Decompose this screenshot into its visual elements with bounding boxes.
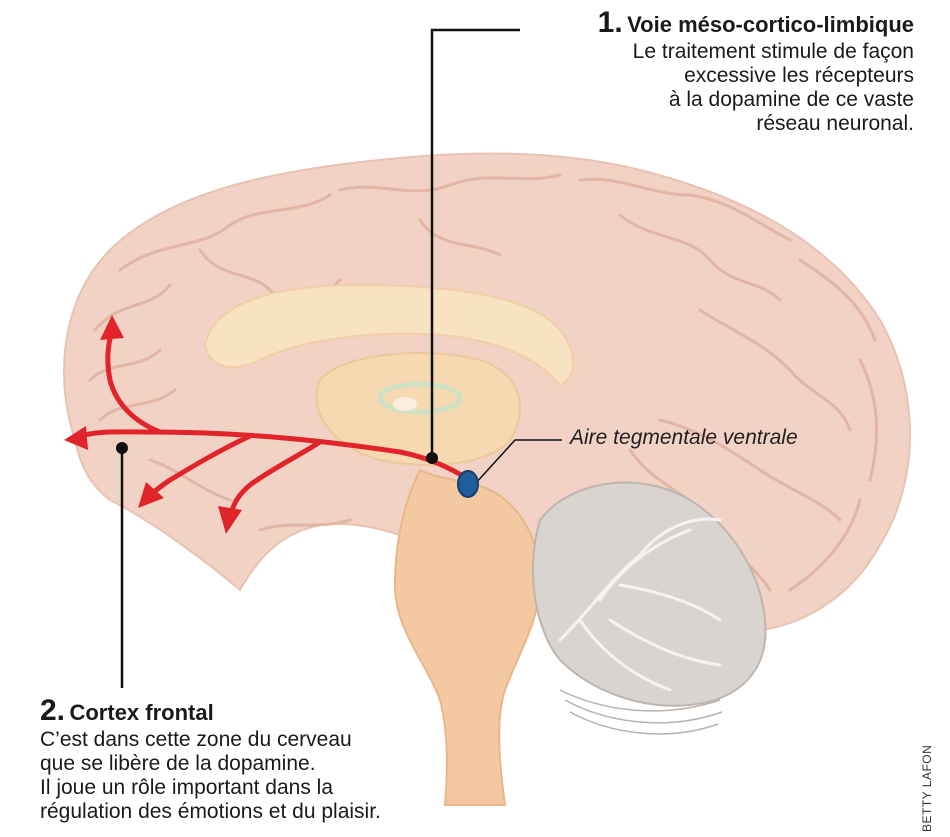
annotation-1: 1. Voie méso-cortico-limbique Le traitem…: [598, 6, 914, 136]
annotation-1-line: à la dopamine de ce vaste: [598, 88, 914, 112]
annotation-1-title: Voie méso-cortico-limbique: [627, 12, 914, 37]
illustrator-credit: BETTY LAFON: [920, 742, 940, 832]
interthalamic-adhesion: [393, 397, 417, 411]
annotation-1-line: excessive les récepteurs: [598, 64, 914, 88]
marker-dot-2: [116, 442, 128, 454]
annotation-1-line: Le traitement stimule de façon: [598, 40, 914, 64]
annotation-1-number: 1.: [598, 6, 623, 39]
vta-label: Aire tegmentale ventrale: [570, 426, 798, 450]
annotation-2-line: Il joue un rôle important dans la: [40, 776, 381, 800]
annotation-2-body: C’est dans cette zone du cerveau que se …: [40, 728, 381, 824]
annotation-1-body: Le traitement stimule de façon excessive…: [598, 40, 914, 136]
annotation-2-heading: 2. Cortex frontal: [40, 694, 381, 728]
annotation-2-number: 2.: [40, 694, 65, 727]
annotation-2-line: C’est dans cette zone du cerveau: [40, 728, 381, 752]
annotation-1-line: réseau neuronal.: [598, 112, 914, 136]
annotation-2-line: régulation des émotions et du plaisir.: [40, 800, 381, 824]
annotation-2-line: que se libère de la dopamine.: [40, 752, 381, 776]
ventral-tegmental-area: [458, 471, 478, 497]
brainstem: [395, 470, 540, 805]
annotation-1-heading: 1. Voie méso-cortico-limbique: [598, 6, 914, 40]
marker-dot-1: [426, 452, 438, 464]
annotation-2: 2. Cortex frontal C’est dans cette zone …: [40, 694, 381, 824]
annotation-2-title: Cortex frontal: [69, 700, 213, 725]
